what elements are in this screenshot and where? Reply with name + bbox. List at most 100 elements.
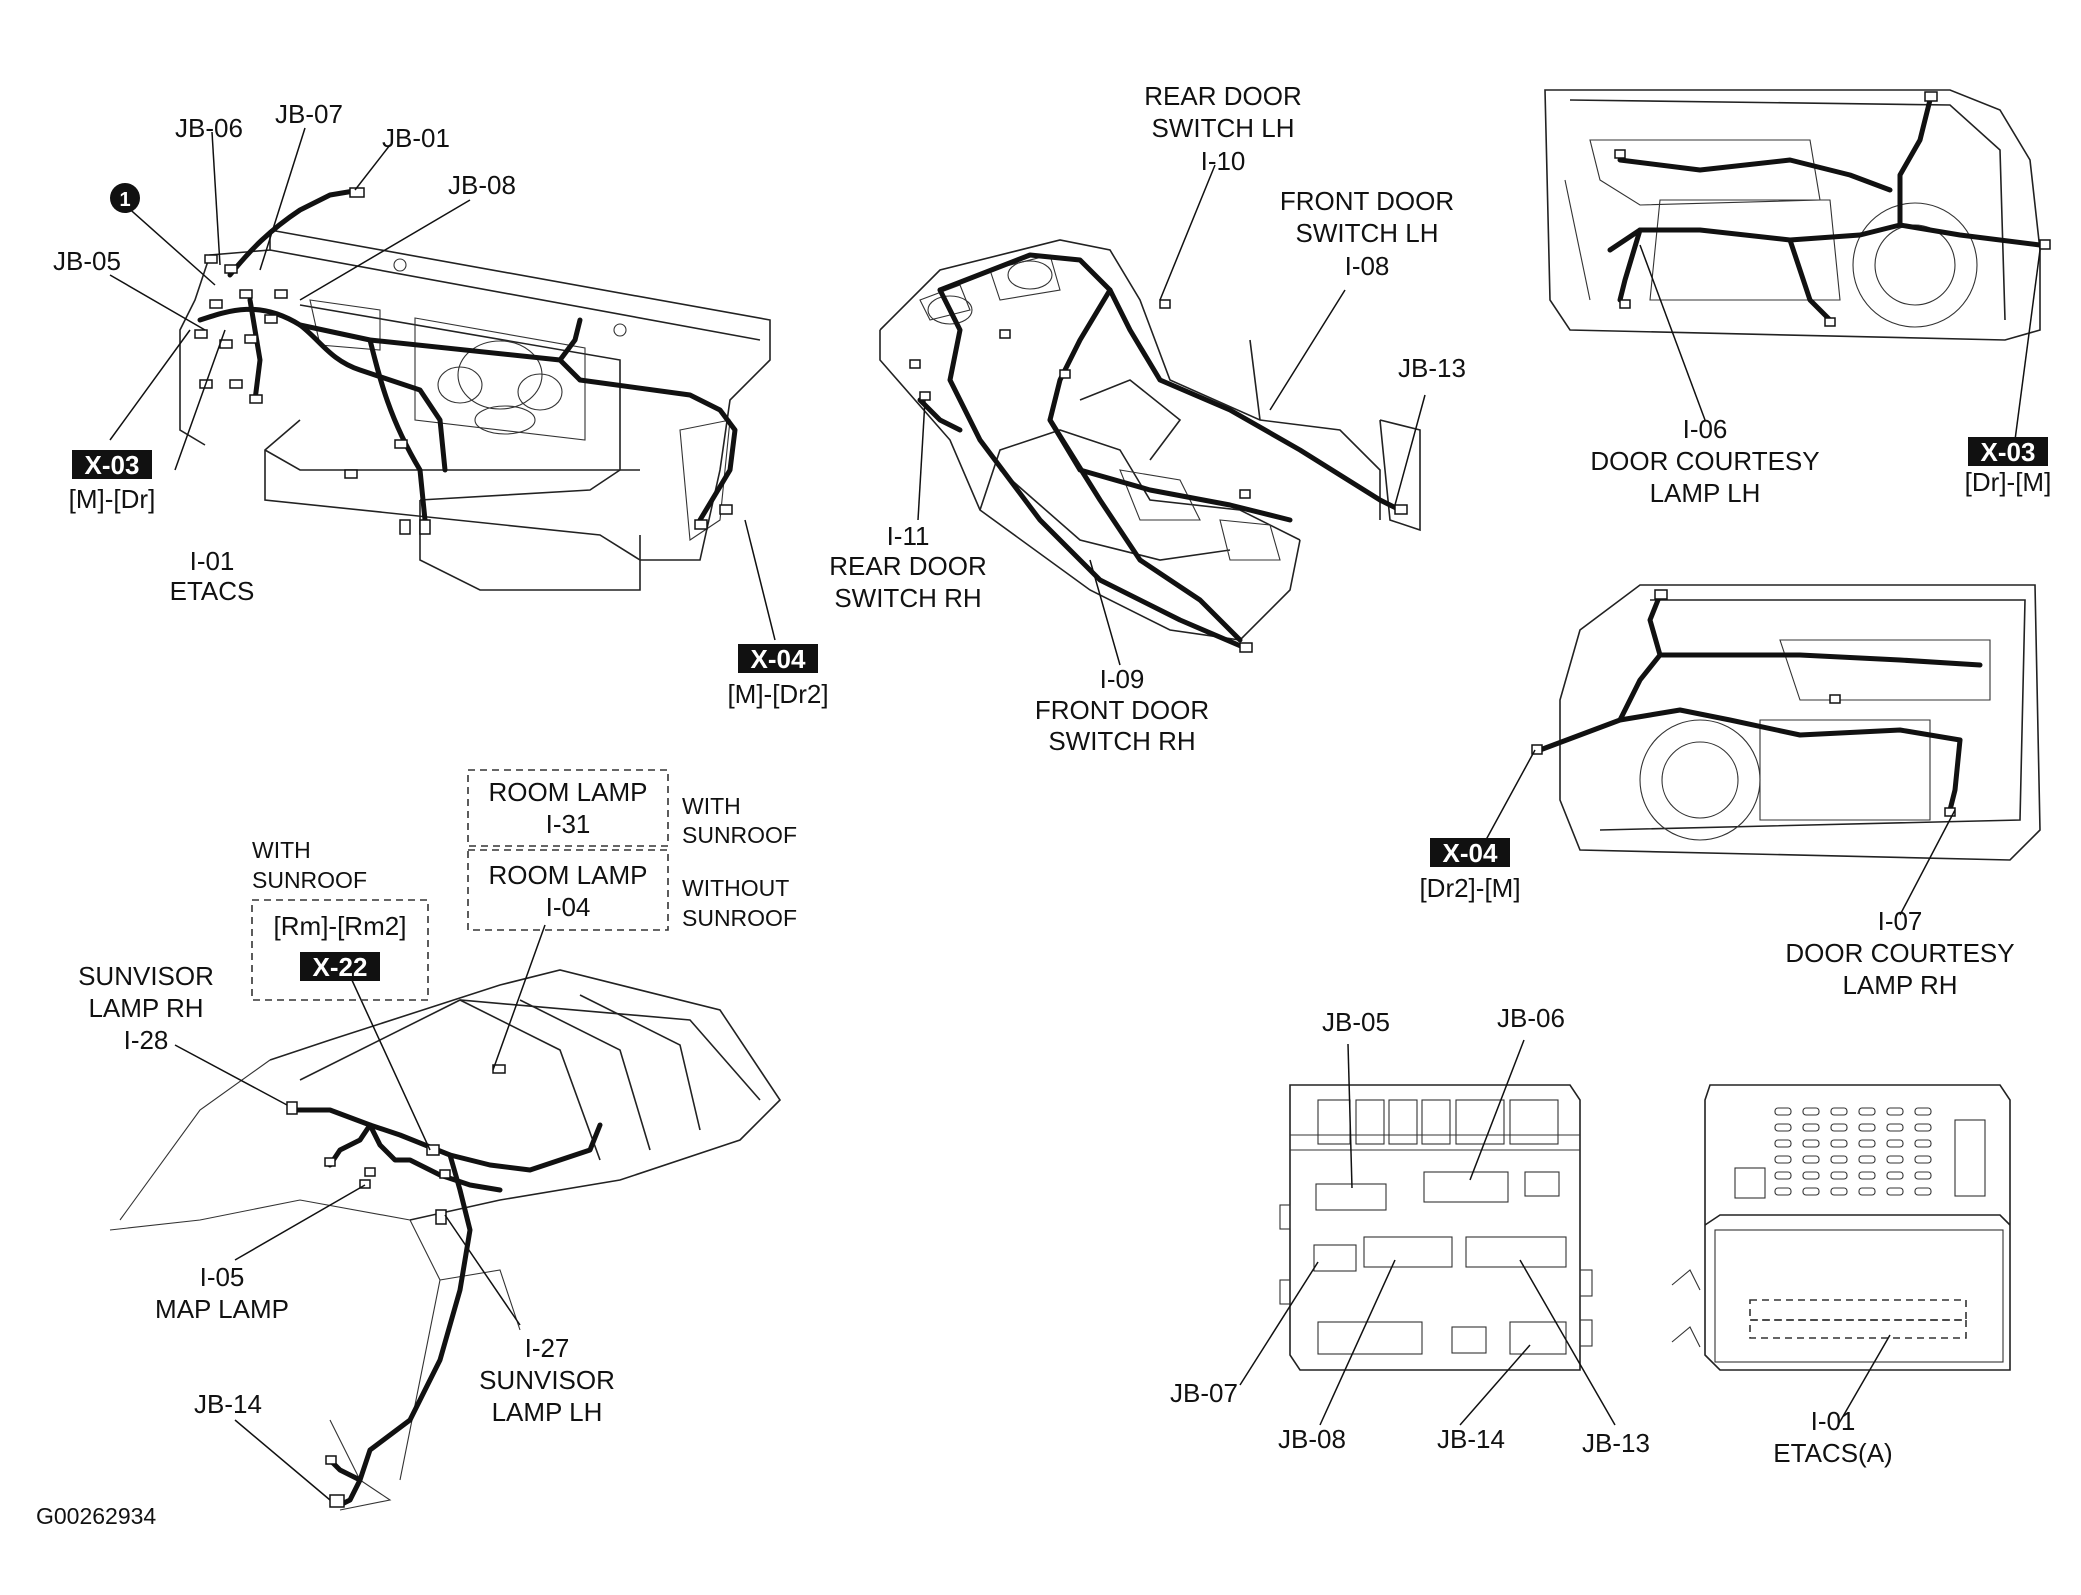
vent-slot	[1774, 1171, 1792, 1180]
vent-slot	[1914, 1123, 1932, 1132]
label-x-04b-sub: [Dr2]-[M]	[1419, 873, 1520, 903]
door-lh-drawing	[1544, 89, 2051, 441]
label-jb-13: JB-13	[1398, 353, 1466, 383]
label-i-28-num: I-28	[124, 1025, 169, 1055]
vent-slot	[1914, 1107, 1932, 1116]
label-jb-14-b: JB-14	[1437, 1424, 1505, 1454]
label-i-10-line1: REAR DOOR	[1144, 81, 1301, 111]
label-i-28-line2: LAMP RH	[88, 993, 203, 1023]
label-i-05-num: I-05	[200, 1262, 245, 1292]
vent-slot	[1830, 1155, 1848, 1164]
callout-1-number: 1	[119, 189, 130, 211]
label-i-11-line2: SWITCH RH	[834, 583, 981, 613]
label-with-sunroof-b-line1: WITH	[252, 837, 311, 863]
room-lamp-i04-box	[467, 849, 669, 931]
label-x-03-sub: [M]-[Dr]	[69, 484, 156, 514]
x-22-box	[251, 899, 429, 1001]
roof-panel-drawing	[109, 924, 782, 1511]
vent-slot	[1830, 1187, 1848, 1196]
etacs-unit-drawing	[1671, 1084, 2011, 1426]
vent-slot	[1802, 1123, 1820, 1132]
dash-labels: JB-06 JB-07 JB-01 JB-08 JB-05 1 X-03 [M]…	[53, 99, 829, 709]
vent-slot	[1886, 1171, 1904, 1180]
label-i-27-num: I-27	[525, 1333, 570, 1363]
vent-slot	[1886, 1187, 1904, 1196]
label-i-06-line2: LAMP LH	[1650, 478, 1761, 508]
label-with-sunroof-line2: SUNROOF	[682, 822, 797, 848]
label-i-07-line1: DOOR COURTESY	[1785, 938, 2014, 968]
tag-x-03: X-03	[85, 450, 140, 480]
vent-slot	[1774, 1155, 1792, 1164]
label-i-06-line1: DOOR COURTESY	[1590, 446, 1819, 476]
label-i-07-line2: LAMP RH	[1842, 970, 1957, 1000]
vent-slot	[1858, 1107, 1876, 1116]
label-i-09-num: I-09	[1100, 664, 1145, 694]
tag-x-04b: X-04	[1443, 838, 1498, 868]
door-rh-labels: X-04 [Dr2]-[M] I-07 DOOR COURTESY LAMP R…	[1419, 838, 2015, 1000]
roof-labels: ROOM LAMP I-31 WITH SUNROOF ROOM LAMP I-…	[78, 769, 797, 1427]
label-i-28-line1: SUNVISOR	[78, 961, 214, 991]
label-jb-14: JB-14	[194, 1389, 262, 1419]
callout-1-marker	[110, 183, 140, 213]
label-with-sunroof-line1: WITH	[682, 793, 741, 819]
connector-cluster	[194, 187, 733, 535]
label-i-05-name: MAP LAMP	[155, 1294, 289, 1324]
label-jb-05: JB-05	[53, 246, 121, 276]
vent-slot	[1914, 1187, 1932, 1196]
label-i-11-line1: REAR DOOR	[829, 551, 986, 581]
vent-slot	[1886, 1107, 1904, 1116]
vent-slot	[1858, 1155, 1876, 1164]
vent-slot	[1886, 1123, 1904, 1132]
tag-x-22-bg	[300, 952, 380, 981]
label-i-11-num: I-11	[887, 521, 930, 551]
tag-x-03b-bg	[1968, 437, 2048, 466]
label-i-01-num: I-01	[190, 546, 235, 576]
vent-slot	[1830, 1107, 1848, 1116]
label-i-27-line2: LAMP LH	[492, 1397, 603, 1427]
label-jb-08-b: JB-08	[1278, 1424, 1346, 1454]
vent-slot	[1802, 1139, 1820, 1148]
vent-slot	[1802, 1155, 1820, 1164]
label-room-lamp-04-line1: ROOM LAMP	[489, 860, 648, 890]
label-i-09-line2: SWITCH RH	[1048, 726, 1195, 756]
vent-slot	[1830, 1139, 1848, 1148]
vent-slot	[1886, 1139, 1904, 1148]
label-i-10-num: I-10	[1201, 146, 1246, 176]
label-room-lamp-31-line1: ROOM LAMP	[489, 777, 648, 807]
junction-box-drawing	[1239, 1039, 1616, 1426]
vent-slot	[1802, 1107, 1820, 1116]
vent-slot	[1914, 1139, 1932, 1148]
label-i-07-num: I-07	[1878, 906, 1923, 936]
label-without-sunroof-line2: SUNROOF	[682, 905, 797, 931]
label-without-sunroof-line1: WITHOUT	[682, 875, 789, 901]
dash-panel-drawing	[109, 127, 776, 641]
vent-slot	[1774, 1187, 1792, 1196]
label-i-10-line2: SWITCH LH	[1152, 113, 1295, 143]
vent-slot	[1858, 1123, 1876, 1132]
figure-id: G00262934	[36, 1503, 156, 1529]
label-jb-07: JB-07	[275, 99, 343, 129]
label-i-01b-name: ETACS(A)	[1773, 1438, 1892, 1468]
tag-x-04b-bg	[1430, 838, 1510, 867]
vent-slot	[1886, 1155, 1904, 1164]
etacs-vent-grid	[1774, 1107, 1932, 1196]
label-i-08-line1: FRONT DOOR	[1280, 186, 1454, 216]
label-jb-07-b: JB-07	[1170, 1378, 1238, 1408]
tag-x-04-bg	[738, 644, 818, 673]
vent-slot	[1802, 1171, 1820, 1180]
tag-x-22: X-22	[313, 952, 368, 982]
floor-labels: REAR DOOR SWITCH LH I-10 FRONT DOOR SWIT…	[829, 81, 1466, 756]
label-x-03b-sub: [Dr]-[M]	[1965, 467, 2052, 497]
vent-slot	[1774, 1107, 1792, 1116]
vent-slot	[1858, 1171, 1876, 1180]
label-i-08-line2: SWITCH LH	[1296, 218, 1439, 248]
label-room-lamp-31-num: I-31	[546, 809, 591, 839]
label-i-01b-num: I-01	[1811, 1406, 1856, 1436]
label-jb-05-b: JB-05	[1322, 1007, 1390, 1037]
label-i-06-num: I-06	[1683, 414, 1728, 444]
label-x-22-sub: [Rm]-[Rm2]	[274, 911, 407, 941]
vent-slot	[1914, 1155, 1932, 1164]
vent-slot	[1774, 1139, 1792, 1148]
label-with-sunroof-b-line2: SUNROOF	[252, 867, 367, 893]
